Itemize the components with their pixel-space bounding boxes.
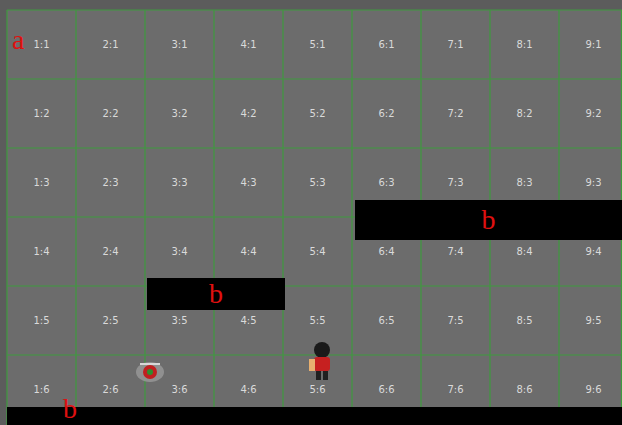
cell-coordinate: 1:3 — [33, 178, 49, 188]
cell-coordinate: 5:4 — [309, 247, 325, 257]
cell-coordinate: 2:6 — [102, 385, 118, 395]
cell-coordinate: 7:5 — [447, 316, 463, 326]
cell-coordinate: 1:2 — [33, 109, 49, 119]
cell-coordinate: 4:2 — [240, 109, 256, 119]
cell-coordinate: 4:4 — [240, 247, 256, 257]
cell-coordinate: 1:6 — [33, 385, 49, 395]
marker-letter: b — [209, 280, 223, 308]
cell-coordinate: 4:3 — [240, 178, 256, 188]
cell-coordinate: 3:1 — [171, 40, 187, 50]
cell-coordinate: 5:1 — [309, 40, 325, 50]
grid-lines — [7, 10, 622, 425]
marker-letter: b — [482, 206, 496, 234]
cell-coordinate: 3:2 — [171, 109, 187, 119]
cell-coordinate: 8:4 — [516, 247, 532, 257]
cell-coordinate: 9:4 — [585, 247, 601, 257]
cell-coordinate: 7:3 — [447, 178, 463, 188]
cell-coordinate: 1:1 — [33, 40, 49, 50]
cell-coordinate: 6:3 — [378, 178, 394, 188]
cell-coordinate: 1:5 — [33, 316, 49, 326]
cell-coordinate: 7:1 — [447, 40, 463, 50]
cell-coordinate: 9:1 — [585, 40, 601, 50]
cell-coordinate: 5:3 — [309, 178, 325, 188]
cell-coordinate: 5:6 — [309, 385, 325, 395]
cell-coordinate: 4:5 — [240, 316, 256, 326]
cell-coordinate: 9:6 — [585, 385, 601, 395]
cell-coordinate: 7:2 — [447, 109, 463, 119]
cell-coordinate: 5:5 — [309, 316, 325, 326]
wall-bar: b — [355, 200, 622, 240]
cell-coordinate: 3:3 — [171, 178, 187, 188]
cell-coordinate: 2:1 — [102, 40, 118, 50]
cell-coordinate: 4:6 — [240, 385, 256, 395]
cell-coordinate: 2:4 — [102, 247, 118, 257]
cell-coordinate: 2:5 — [102, 316, 118, 326]
cell-coordinate: 8:5 — [516, 316, 532, 326]
cell-coordinate: 8:1 — [516, 40, 532, 50]
cell-coordinate: 3:6 — [171, 385, 187, 395]
cell-coordinate: 8:6 — [516, 385, 532, 395]
cell-coordinate: 8:2 — [516, 109, 532, 119]
cell-coordinate: 2:2 — [102, 109, 118, 119]
cell-coordinate: 6:1 — [378, 40, 394, 50]
cell-coordinate: 6:4 — [378, 247, 394, 257]
wall-bar: b — [147, 278, 285, 310]
marker-letter: a — [12, 26, 24, 54]
cell-coordinate: 9:5 — [585, 316, 601, 326]
cell-coordinate: 3:4 — [171, 247, 187, 257]
marker-letter: b — [63, 395, 77, 423]
cell-coordinate: 8:3 — [516, 178, 532, 188]
cell-coordinate: 9:2 — [585, 109, 601, 119]
cell-coordinate: 3:5 — [171, 316, 187, 326]
board-ground — [7, 10, 622, 425]
cell-coordinate: 9:3 — [585, 178, 601, 188]
cell-coordinate: 6:5 — [378, 316, 394, 326]
cell-coordinate: 7:4 — [447, 247, 463, 257]
cell-coordinate: 6:6 — [378, 385, 394, 395]
player-sprite — [309, 342, 330, 380]
cell-coordinate: 6:2 — [378, 109, 394, 119]
cell-coordinate: 7:6 — [447, 385, 463, 395]
cell-coordinate: 1:4 — [33, 247, 49, 257]
cell-coordinate: 2:3 — [102, 178, 118, 188]
cell-coordinate: 5:2 — [309, 109, 325, 119]
cell-coordinate: 4:1 — [240, 40, 256, 50]
robot-sprite — [136, 362, 164, 382]
wall-bar: b — [7, 407, 622, 425]
